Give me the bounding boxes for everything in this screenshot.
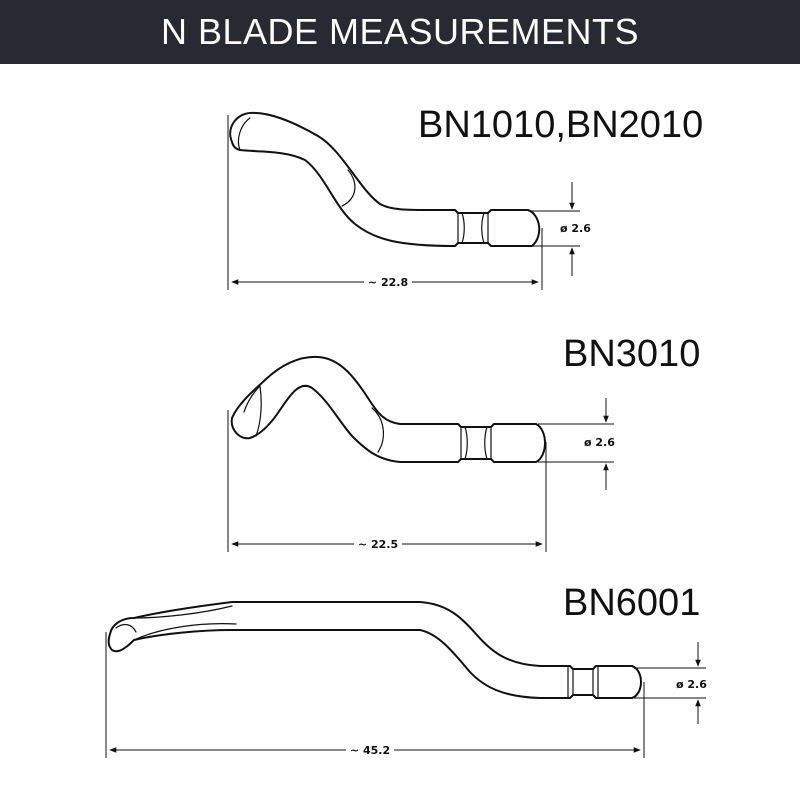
blade-1-bevel <box>341 169 356 207</box>
blade-3-length-label: ~ 45.2 <box>350 744 390 757</box>
blade-3-tip <box>115 623 137 633</box>
blade-2-outline <box>230 355 546 463</box>
blade-2-bevel <box>371 407 384 453</box>
blade-2-diameter-label: ø 2.6 <box>584 436 615 449</box>
page-title: N BLADE MEASUREMENTS <box>160 11 640 52</box>
blade-2-model-label: BN3010 <box>563 333 701 375</box>
blade-3-diameter-label: ø 2.6 <box>676 678 707 691</box>
blade-2-dimensions <box>227 398 614 552</box>
blade-1-shading <box>237 117 251 151</box>
blade-3-outline <box>107 601 642 699</box>
blade-3-model-label: BN6001 <box>563 582 701 624</box>
blade-2-shank-curve-2 <box>484 426 488 460</box>
blade-3-shading-2 <box>133 623 237 641</box>
blade-1-dimensions <box>227 115 580 290</box>
blade-1-model-label: BN1010,BN2010 <box>418 104 704 146</box>
blade-1-drawing <box>229 111 541 247</box>
blade-1-diameter-label: ø 2.6 <box>560 222 591 235</box>
blade-1-shank-curve <box>461 212 465 244</box>
blade-1-outline <box>229 111 541 247</box>
header-banner: N BLADE MEASUREMENTS <box>0 0 800 64</box>
blade-2-length-label: ~ 22.5 <box>358 538 398 551</box>
blade-2-shading <box>243 385 262 437</box>
blade-3-drawing <box>107 601 642 699</box>
blade-1-length-label: ~ 22.8 <box>368 276 408 289</box>
blade-3-dimensions <box>105 632 706 758</box>
blade-2-shank-curve <box>464 426 468 460</box>
blade-2-drawing <box>230 355 546 463</box>
blade-3-shading <box>133 605 233 619</box>
blade-1-shank-curve-2 <box>481 212 485 244</box>
